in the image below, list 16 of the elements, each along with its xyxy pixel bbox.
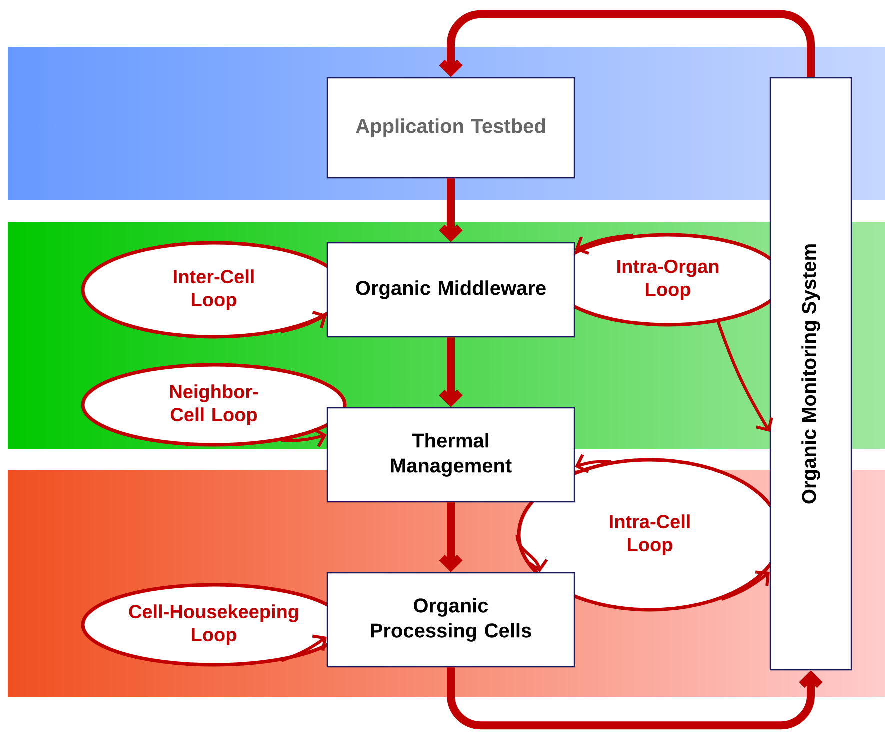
process-box: Thermal Management xyxy=(326,407,576,503)
arrow xyxy=(447,668,823,730)
process-box: Application Testbed xyxy=(326,77,576,179)
arrow xyxy=(281,634,327,662)
arrow xyxy=(575,454,612,474)
arrow xyxy=(721,570,770,601)
process-box: Organic Processing Cells xyxy=(326,572,576,668)
arrow xyxy=(716,322,774,432)
arrow xyxy=(516,534,548,572)
arrow xyxy=(280,310,327,334)
arrow xyxy=(439,178,463,242)
arrow xyxy=(439,10,815,78)
arrow xyxy=(439,502,463,572)
process-box: Organic Middleware xyxy=(326,242,576,338)
arrow xyxy=(439,338,463,408)
arrow xyxy=(575,234,634,256)
